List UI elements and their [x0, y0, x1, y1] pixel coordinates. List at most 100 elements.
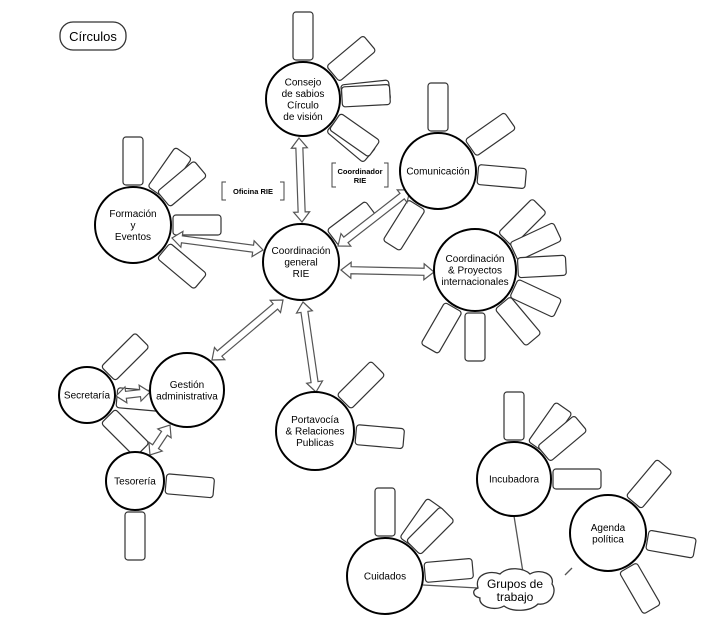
circle-consejo-label-2: Círculo	[287, 100, 319, 111]
circle-tesoreria-label-0: Tesorería	[114, 477, 156, 488]
proyectos-petal-box-5	[464, 312, 486, 362]
comunicacion-petal-box-1	[465, 112, 516, 156]
arrows-layer	[115, 137, 435, 456]
tesoreria-petal-1	[124, 511, 146, 561]
consejo-petal-box-1	[292, 11, 314, 61]
incubadora-petal-box-2	[538, 416, 587, 461]
proyectos-petal-1	[510, 222, 562, 261]
circle-agenda-label-1: política	[592, 534, 624, 545]
incubadora-petal-box-0	[503, 391, 525, 441]
portavocia-petal-0	[337, 361, 385, 409]
oficina-label: Oficina RIE	[233, 187, 273, 196]
arrow-formacion-coordinacion	[171, 230, 264, 258]
agenda-petal-2	[619, 563, 661, 614]
circle-consejo-shape	[265, 61, 341, 137]
grupos-label-0: Grupos de	[487, 577, 543, 591]
formacion-petal-0	[122, 136, 144, 186]
grupos-blob	[473, 568, 555, 611]
circle-portavocia-label-0: Portavocía	[291, 415, 339, 426]
circle-incubadora: Incubadora	[476, 441, 552, 517]
proyectos-petal-3	[510, 279, 562, 318]
consejo-petal-box-2	[327, 36, 376, 81]
tesoreria-petal-box-0	[164, 473, 215, 499]
incubadora-petal-3	[552, 468, 602, 490]
comunicacion-petal-box-2	[476, 164, 527, 189]
agenda-petal-box-2	[619, 563, 661, 614]
coordinador-bracket-right	[384, 162, 389, 188]
circle-portavocia-label-2: Publicas	[296, 438, 334, 449]
title-badge: Círculos	[59, 21, 127, 51]
proyectos-petal-2	[516, 254, 567, 279]
formacion-petal-box-0	[122, 136, 144, 186]
arrow-coordinacion-portavocia	[295, 301, 324, 393]
title-box	[59, 21, 127, 51]
agenda-petal-box-1	[645, 529, 697, 559]
proyectos-petal-6	[421, 302, 462, 354]
circle-gestion-shape	[149, 352, 225, 428]
incubadora-petal-box-3	[552, 468, 602, 490]
circle-cuidados-shape	[346, 537, 424, 615]
secretaria-petal-0	[101, 333, 149, 381]
circle-agenda-shape	[569, 494, 647, 572]
secretaria-petal-box-0	[101, 333, 149, 381]
agenda-petal-box-0	[626, 459, 672, 509]
consejo-petal-box-3	[340, 84, 391, 108]
portavocia-petal-1	[354, 424, 405, 450]
oficina-bracket-left	[221, 181, 226, 201]
comunicacion-petal-1	[465, 112, 516, 156]
secretaria-petal-2	[101, 409, 149, 457]
formacion-petal-3	[172, 214, 222, 236]
circle-portavocia-shape	[275, 391, 355, 471]
circle-formacion-label-0: Formación	[109, 209, 156, 220]
arrow-coordinacion-proyectos	[340, 260, 435, 282]
comunicacion-petal-2	[476, 164, 527, 189]
consejo-petal-box-5	[329, 113, 380, 157]
proyectos-petal-box-2	[516, 254, 567, 279]
consejo-petal-2	[327, 36, 376, 81]
circle-gestion-label-1: administrativa	[156, 391, 218, 402]
proyectos-petal-box-6	[421, 302, 462, 354]
circle-coordinacion-general-shape	[262, 223, 340, 301]
portavocia-petal-box-1	[354, 424, 405, 450]
circle-agenda-label-0: Agenda	[591, 523, 626, 534]
circle-portavocia-label-1: & Relaciones	[286, 427, 345, 438]
circle-secretaria: Secretaría	[58, 366, 116, 424]
circle-secretaria-label-0: Secretaría	[64, 391, 111, 402]
circle-proyectos-shape	[433, 228, 517, 312]
proyectos-petal-box-0	[498, 199, 546, 247]
portavocia-petal-box-0	[337, 361, 385, 409]
comunicacion-petal-box-0	[427, 82, 449, 132]
coordinador-label-2: RIE	[354, 176, 367, 185]
grupos-label-1: trabajo	[497, 590, 534, 604]
proyectos-petal-box-3	[510, 279, 562, 318]
comunicacion-petal-box-3	[383, 200, 425, 251]
circle-consejo-label-0: Consejo	[285, 77, 322, 88]
incubadora-petal-0	[503, 391, 525, 441]
comunicacion-petal-0	[427, 82, 449, 132]
arrow-coordinacion-gestion	[211, 299, 284, 361]
secretaria-petal-box-2	[101, 409, 149, 457]
coordinador-annotation: Coordinador RIE	[331, 162, 389, 188]
tesoreria-petal-0	[164, 473, 215, 499]
agenda-petal-1	[645, 529, 697, 559]
coordinador-label-1: Coordinador	[338, 167, 383, 176]
title-text: Círculos	[69, 29, 117, 44]
circle-coordinacion-general-label-1: general	[284, 258, 317, 269]
formacion-petal-4	[157, 243, 207, 289]
circle-tesoreria-shape	[105, 451, 165, 511]
cuidados-petal-0	[374, 487, 396, 537]
formacion-petal-2	[157, 161, 207, 207]
circle-formacion-label-1: y	[131, 221, 136, 232]
cuidados-petal-2	[406, 507, 454, 555]
petals-layer	[101, 11, 697, 614]
cuidados-petal-box-0	[374, 487, 396, 537]
consejo-petal-5	[329, 113, 380, 157]
